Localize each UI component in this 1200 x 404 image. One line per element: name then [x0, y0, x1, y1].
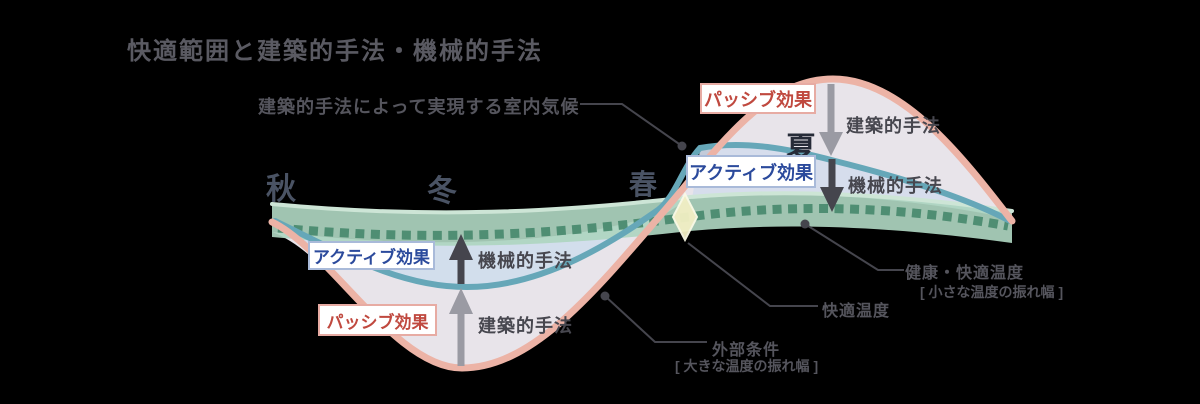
indoor-climate-annotation: 建築的手法によって実現する室内気候 [258, 97, 580, 117]
external-conditions-dot [600, 291, 610, 301]
passive-effect-box-winter: パッシブ効果 [318, 304, 437, 336]
comfort-temp-label: 快適温度 [822, 303, 891, 320]
mechanical-method-label-winter: 機械的手法 [478, 251, 573, 271]
page-title: 快適範囲と建築的手法・機械的手法 [127, 38, 543, 65]
mechanical-method-label-summer: 機械的手法 [848, 176, 943, 196]
passive-effect-box-summer: パッシブ効果 [700, 83, 816, 114]
active-effect-box-winter: アクティブ効果 [308, 241, 435, 270]
season-label-spring: 春 [629, 169, 658, 200]
indoor-climate-connector [580, 103, 683, 147]
passive-arrow-winter [449, 288, 473, 366]
indoor-climate-curve [272, 141, 1013, 291]
external-conditions-note: [ 大きな温度の振れ幅 ] [675, 358, 819, 374]
architectural-method-label-winter: 建築的手法 [478, 316, 573, 336]
comfort-band-dashes [277, 203, 1009, 240]
architectural-method-label-summer: 建築的手法 [846, 116, 941, 136]
external-conditions-label: 外部条件 [712, 342, 781, 359]
external-conditions-connector [604, 295, 707, 343]
active-arrow-winter [449, 234, 473, 284]
outdoor-sine-curve [268, 75, 1016, 372]
health-comfort-dot [800, 219, 810, 229]
comfort-temp-diamond-marker [671, 191, 699, 243]
indoor-climate-dot [677, 141, 687, 151]
season-label-winter: 冬 [427, 175, 457, 208]
health-comfort-temp-label: 健康・快適温度 [905, 265, 1025, 282]
health-comfort-note: [ 小さな温度の振れ幅 ] [920, 284, 1064, 300]
active-arrow-summer [820, 159, 844, 212]
health-comfort-connector [804, 223, 904, 271]
season-label-autumn: 秋 [266, 173, 296, 206]
comfort-temp-connector [687, 242, 818, 307]
passive-arrow-summer [819, 84, 843, 156]
active-effect-box-summer: アクティブ効果 [686, 155, 816, 188]
comfort-band-top-edge [270, 191, 1014, 215]
